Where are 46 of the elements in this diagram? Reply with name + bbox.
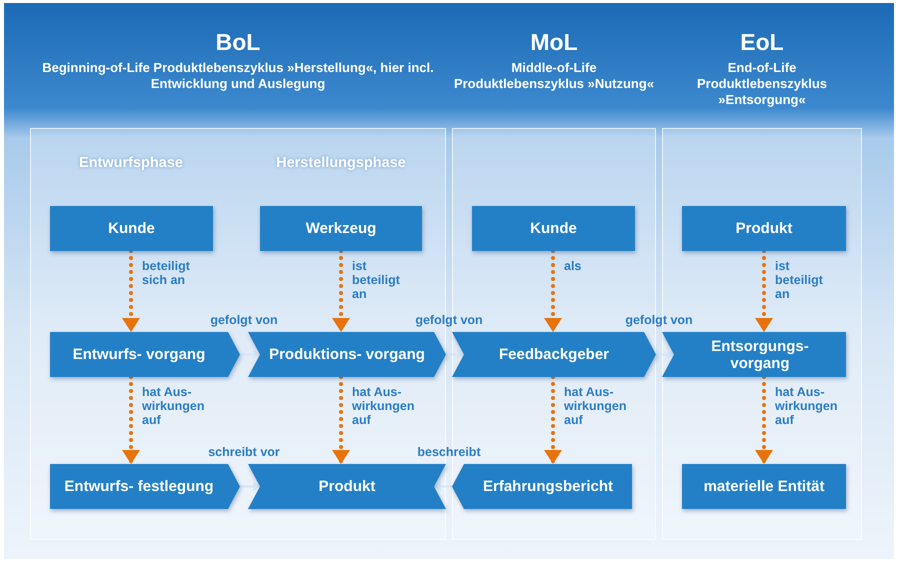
phase-heading: Entwurfsphase — [79, 155, 183, 172]
edge-label: schreibt vor — [208, 445, 280, 459]
column-title: MoL — [530, 28, 578, 56]
dotted-arrow — [122, 375, 140, 466]
dotted-arrow — [332, 249, 350, 334]
column-subtitle: End-of-Life Produktlebenszyklus »Entsorgung« — [696, 60, 828, 108]
process-box: Entsorgungs- vorgang — [662, 332, 846, 377]
process-box: Kunde — [50, 206, 213, 251]
edge-label: ist beteiligt an — [775, 259, 824, 301]
chevron-arrow — [446, 350, 464, 360]
edge-label: beteiligt sich an — [142, 259, 191, 287]
dotted-arrow — [544, 375, 562, 466]
process-box: Produkt — [682, 206, 846, 251]
process-box: Entwurfs- vorgang — [50, 332, 240, 377]
edge-label: gefolgt von — [415, 313, 483, 327]
process-box: Kunde — [472, 206, 635, 251]
edge-label: hat Aus- wirkungen auf — [775, 385, 839, 427]
dotted-arrow — [544, 249, 562, 334]
edge-label: gefolgt von — [625, 313, 693, 327]
dotted-arrow — [755, 375, 773, 466]
column-title: BoL — [216, 28, 260, 56]
edge-label: hat Aus- wirkungen auf — [352, 385, 416, 427]
chevron-arrow — [434, 482, 452, 492]
dotted-arrow — [755, 249, 773, 334]
chevron-arrow — [656, 350, 674, 360]
edge-label: beschreibt — [417, 445, 481, 459]
dotted-arrow — [122, 249, 140, 334]
column-subtitle: Beginning-of-Life Produktlebenszyklus »Herstellung«, hier incl. Entwicklung und Auslegung — [41, 60, 435, 92]
edge-label: gefolgt von — [210, 313, 278, 327]
column-title: EoL — [740, 28, 784, 56]
process-box: Produktions- vorgang — [248, 332, 446, 377]
dotted-arrow — [332, 375, 350, 466]
process-box: materielle Entität — [682, 464, 846, 509]
process-box: Entwurfs- festlegung — [50, 464, 240, 509]
column-subtitle: Middle-of-Life Produktlebenszyklus »Nutzung« — [452, 60, 656, 92]
process-box: Produkt — [248, 464, 446, 509]
process-box: Erfahrungsbericht — [452, 464, 632, 509]
process-box: Werkzeug — [260, 206, 422, 251]
edge-label: hat Aus- wirkungen auf — [564, 385, 628, 427]
chevron-arrow — [240, 482, 260, 492]
edge-label: ist beteiligt an — [352, 259, 401, 301]
phase-heading: Herstellungsphase — [276, 155, 406, 172]
edge-label: als — [564, 259, 582, 273]
edge-label: hat Aus- wirkungen auf — [142, 385, 206, 427]
chevron-arrow — [240, 350, 260, 360]
process-box: Feedbackgeber — [452, 332, 656, 377]
